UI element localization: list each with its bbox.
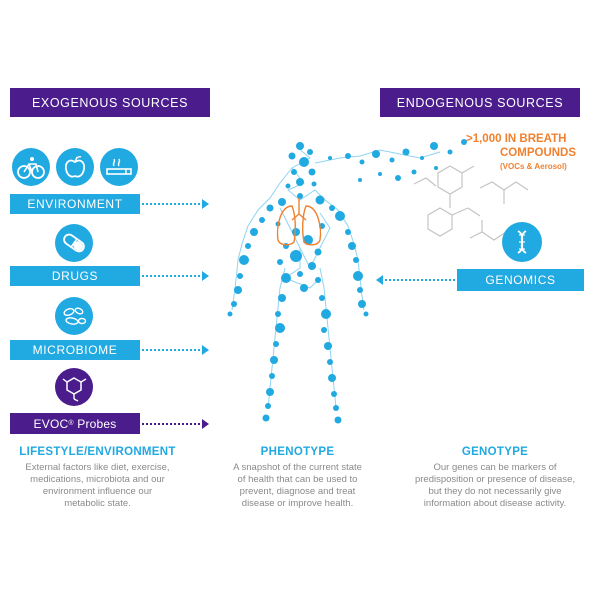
phenotype-title: PHENOTYPE [260, 446, 335, 458]
environment-bar: ENVIRONMENT [10, 194, 140, 214]
drugs-bar: DRUGS [10, 266, 140, 286]
drugs-label: DRUGS [51, 269, 99, 283]
lifestyle-column: LIFESTYLE/ENVIRONMENT External factors l… [0, 446, 195, 510]
dna-icon [502, 222, 542, 262]
human-figure-icon [227, 139, 529, 424]
genotype-title: GENOTYPE [461, 446, 529, 458]
genomics-label: GENOMICS [485, 273, 556, 287]
phenotype-body-line: A snapshot of the current state [233, 462, 362, 473]
breath-line2: COMPOUNDS [500, 147, 577, 159]
lifestyle-body-line: medications, microbiota and our [30, 474, 165, 485]
phenotype-column: PHENOTYPE A snapshot of the current stat… [205, 446, 390, 510]
environment-label: ENVIRONMENT [27, 197, 123, 211]
lifestyle-body: External factors like diet, exercise, me… [0, 462, 195, 510]
genomics-connector [385, 279, 455, 281]
genotype-body-line: Our genes can be markers of [433, 462, 557, 473]
cigarette-icon [100, 148, 138, 186]
genotype-body-line: but they do not necessarily give [428, 486, 562, 497]
exogenous-sources-label: EXOGENOUS SOURCES [31, 95, 189, 110]
genotype-column: GENOTYPE Our genes can be markers of pre… [395, 446, 595, 510]
microbiome-label: MICROBIOME [32, 343, 118, 357]
evoc-probes-bar: EVOC® Probes [10, 413, 140, 434]
drugs-connector [142, 275, 200, 277]
breath-line1: >1,000 IN BREATH [466, 133, 567, 145]
genomics-arrow [376, 275, 383, 285]
genotype-body-line: predisposition or presence of disease, [414, 474, 575, 485]
genotype-body: Our genes can be markers of predispositi… [395, 462, 595, 510]
molecule-icon [55, 368, 93, 406]
pill-icon [55, 224, 93, 262]
breath-compounds-label: >1,000 IN BREATH COMPOUNDS (VOCs & Aeros… [466, 132, 596, 174]
exogenous-sources-header: EXOGENOUS SOURCES [10, 88, 210, 117]
lifestyle-body-line: External factors like diet, exercise, [25, 462, 170, 473]
apple-icon [56, 148, 94, 186]
environment-arrow [202, 199, 209, 209]
lungs-icon [276, 198, 322, 246]
environment-connector [142, 203, 200, 205]
microbiome-connector [142, 349, 200, 351]
breath-line3: (VOCs & Aerosol) [500, 162, 567, 171]
phenotype-body: A snapshot of the current state of healt… [205, 462, 390, 510]
bacteria-icon [55, 297, 93, 335]
endogenous-sources-label: ENDOGENOUS SOURCES [396, 95, 564, 110]
lifestyle-body-line: metabolic state. [64, 498, 131, 509]
phenotype-body-line: prevent, diagnose and treat [239, 486, 356, 497]
evoc-arrow [202, 419, 209, 429]
lifestyle-title: LIFESTYLE/ENVIRONMENT [19, 446, 176, 458]
evoc-label: EVOC [33, 416, 69, 431]
drugs-arrow [202, 271, 209, 281]
lifestyle-body-line: environment influence our [42, 486, 153, 497]
bicycle-icon [12, 148, 50, 186]
evoc-registered-mark: ® [68, 420, 74, 427]
genomics-bar: GENOMICS [457, 269, 584, 291]
evoc-connector [142, 423, 200, 425]
endogenous-sources-header: ENDOGENOUS SOURCES [380, 88, 580, 117]
phenotype-body-line: of health that can be used to [237, 474, 358, 485]
microbiome-bar: MICROBIOME [10, 340, 140, 360]
phenotype-body-line: disease or improve health. [241, 498, 354, 509]
microbiome-arrow [202, 345, 209, 355]
genotype-body-line: information about disease activity. [423, 498, 567, 509]
evoc-probes-suffix: Probes [73, 416, 117, 431]
